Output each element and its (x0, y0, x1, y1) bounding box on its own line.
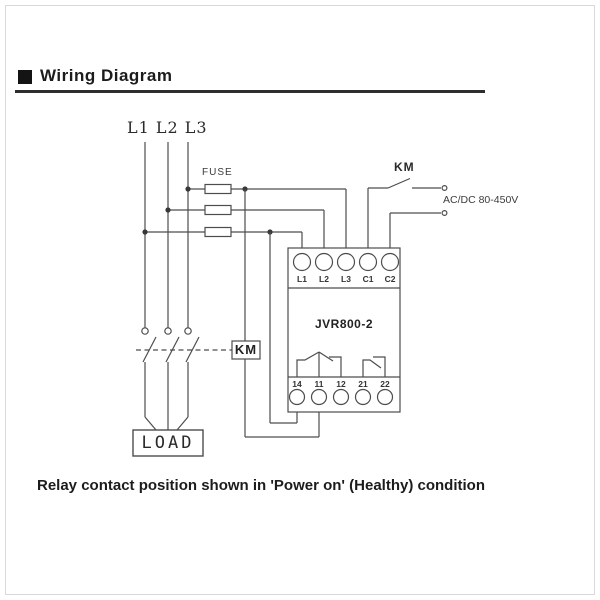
terminal-label-C2: C2 (384, 274, 396, 284)
relay-contact-symbols (296, 351, 386, 377)
supply-voltage-label: AC/DC 80-450V (443, 194, 519, 206)
terminal-label-L1: L1 (297, 274, 307, 284)
load-box (132, 429, 204, 457)
km-contactor-label: KM (234, 342, 258, 357)
terminal-label-L3: L3 (341, 274, 351, 284)
relay-body (287, 247, 401, 413)
supply-terminal-bottom (441, 210, 448, 217)
load-feed-lines (132, 362, 204, 457)
phase-lines (144, 142, 189, 328)
phase-labels: L1 L2 L3 (127, 118, 208, 137)
fuse-3 (204, 226, 232, 238)
terminal-label-21: 21 (358, 379, 368, 389)
contactor-poles (136, 327, 232, 363)
section-marker-icon (18, 70, 32, 84)
terminal-label-14: 14 (292, 379, 302, 389)
fuse-1 (204, 183, 232, 195)
km-switch-label: KM (394, 160, 415, 174)
terminal-label-C1: C1 (362, 274, 374, 284)
supply-terminal-top (441, 185, 448, 192)
terminal-label-L2: L2 (319, 274, 329, 284)
title-divider (15, 90, 485, 93)
terminal-label-12: 12 (336, 379, 346, 389)
diagram-caption: Relay contact position shown in 'Power o… (37, 477, 485, 494)
terminal-label-11: 11 (314, 379, 324, 389)
fuse-label: FUSE (202, 167, 233, 178)
relay-model-label: JVR800-2 (314, 317, 374, 331)
page-title: Wiring Diagram (40, 66, 173, 85)
fuse-2 (204, 204, 232, 216)
terminal-label-22: 22 (380, 379, 390, 389)
km-switch-blade (387, 177, 411, 189)
km-coil-circuit (231, 189, 320, 438)
control-supply-circuit (367, 177, 448, 254)
load-label: LOAD (141, 433, 195, 453)
